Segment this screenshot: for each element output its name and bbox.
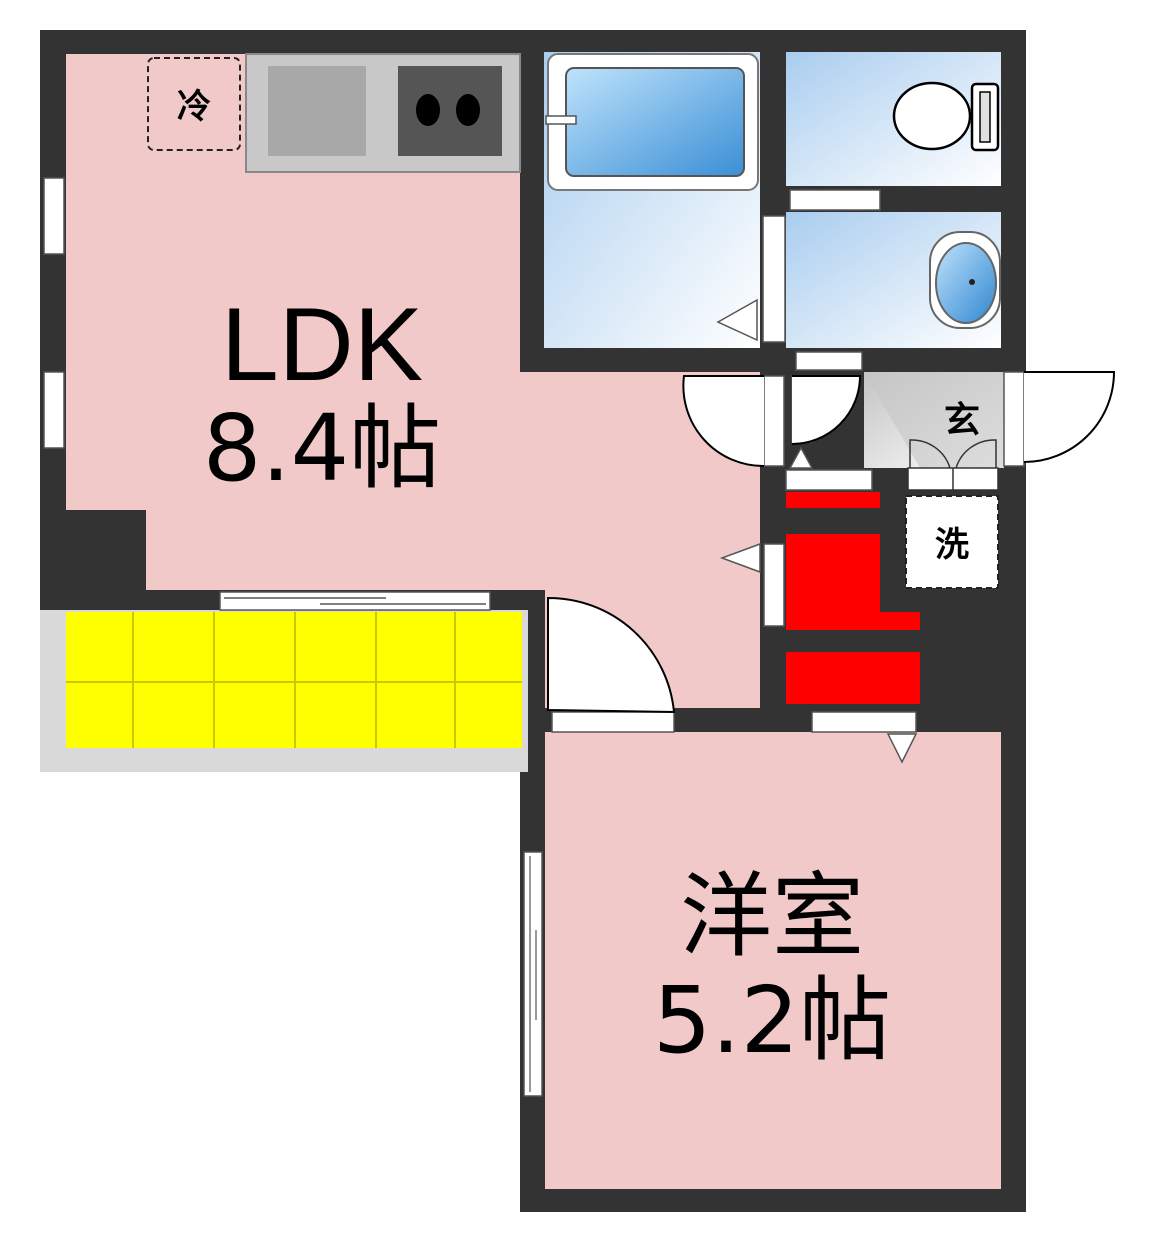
western-room-window[interactable]	[523, 851, 543, 1097]
ldk-floor	[66, 54, 760, 708]
toilet-room	[786, 52, 1001, 186]
entrance	[864, 372, 1004, 468]
balcony-sliding-door[interactable]	[219, 591, 491, 611]
bathroom	[544, 52, 760, 348]
shoe-box	[907, 439, 999, 491]
western-room-door[interactable]	[547, 596, 676, 733]
ldk-room-name: LDK	[221, 287, 423, 403]
front-door[interactable]	[1003, 371, 1116, 467]
burner-icon	[456, 94, 480, 126]
closet-door-arrow	[886, 733, 918, 764]
burner-icon	[416, 94, 440, 126]
closet-door[interactable]	[811, 711, 917, 733]
bath-door-arrow	[716, 298, 758, 342]
kitchen-counter	[245, 53, 521, 173]
ldk-window-upper[interactable]	[43, 177, 65, 255]
toilet-door[interactable]	[789, 189, 881, 211]
hall-arrow-up	[788, 446, 814, 469]
fridge-space	[147, 57, 241, 151]
washroom-door[interactable]	[762, 215, 786, 343]
wash-basin-icon	[929, 231, 1001, 329]
washer-space	[905, 495, 999, 589]
hall-double-door[interactable]	[682, 351, 863, 468]
balcony	[40, 610, 528, 772]
fridge-label: 冷	[177, 87, 211, 127]
washroom	[786, 212, 1001, 348]
storage-top-frame	[785, 469, 873, 491]
stove	[398, 66, 502, 156]
toilet-icon	[892, 81, 1000, 152]
ldk-window-lower[interactable]	[43, 371, 65, 449]
storage-door[interactable]	[763, 543, 785, 627]
storage-closet	[786, 492, 920, 704]
sink	[268, 66, 366, 156]
western-room-name: 洋室	[680, 863, 864, 970]
western-room-size: 5.2帖	[653, 967, 891, 1074]
washer-label: 洗	[935, 525, 969, 565]
entrance-label: 玄	[944, 400, 980, 441]
faucet-icon	[545, 115, 577, 125]
ldk-room-size: 8.4帖	[203, 395, 441, 502]
western-room-floor	[545, 732, 1001, 1189]
storage-door-arrow	[719, 542, 761, 574]
